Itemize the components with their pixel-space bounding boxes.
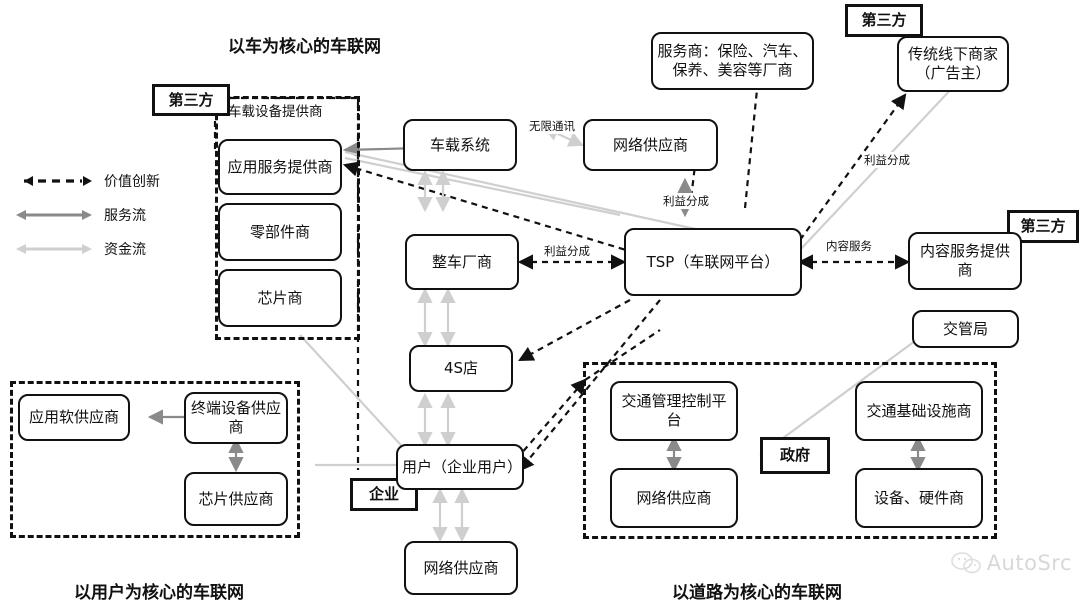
legend-label: 资金流	[104, 242, 146, 258]
node-app-service-provider[interactable]: 应用服务提供商	[218, 139, 342, 195]
edge-label-content-service: 内容服务	[824, 238, 874, 254]
node-user[interactable]: 用户（企业用户）	[396, 444, 524, 490]
legend-label: 服务流	[104, 208, 146, 224]
edge-label-profit-share-oem: 利益分成	[542, 243, 592, 259]
node-oem[interactable]: 整车厂商	[405, 234, 519, 290]
title-car-centric: 以车为核心的车联网	[228, 37, 381, 57]
caption-onboard-equipment: 车载设备提供商	[226, 100, 325, 120]
node-traffic-bureau[interactable]: 交管局	[912, 310, 1019, 348]
region-car-centric	[215, 96, 360, 340]
node-chip-supplier[interactable]: 芯片供应商	[184, 472, 288, 526]
node-network-provider-road[interactable]: 网络供应商	[610, 468, 738, 528]
watermark-text: AutoSrc	[986, 551, 1072, 575]
node-terminal-equipment-supplier[interactable]: 终端设备供应商	[184, 392, 288, 444]
legend-item-service-flow: 服务流	[14, 198, 160, 232]
third-party-right-tag[interactable]: 第三方	[1007, 210, 1079, 243]
node-network-provider-bottom[interactable]: 网络供应商	[404, 541, 518, 595]
region-road-centric	[583, 362, 997, 539]
wechat-icon	[950, 552, 981, 574]
edge-label-wireless-comm: 无限通讯	[527, 118, 577, 134]
legend-item-capital-flow: 资金流	[14, 232, 160, 266]
node-dealer-4s[interactable]: 4S店	[409, 345, 513, 392]
title-road-centric: 以道路为核心的车联网	[672, 583, 842, 603]
node-network-provider-top[interactable]: 网络供应商	[583, 119, 718, 171]
node-parts-supplier[interactable]: 零部件商	[218, 203, 342, 261]
node-traffic-mgmt-platform[interactable]: 交通管理控制平台	[610, 381, 738, 441]
edge-label-profit-share-merchant: 利益分成	[862, 152, 912, 168]
node-content-service-provider[interactable]: 内容服务提供商	[908, 232, 1022, 290]
legend: 价值创新 服务流 资金流	[14, 164, 160, 266]
region-user-centric	[10, 381, 300, 538]
node-chip-maker[interactable]: 芯片商	[218, 269, 342, 327]
dashed-arrow-icon	[24, 176, 92, 186]
government-tag[interactable]: 政府	[760, 437, 830, 474]
node-vehicle-system[interactable]: 车载系统	[403, 119, 517, 171]
node-device-hardware-provider[interactable]: 设备、硬件商	[855, 468, 983, 528]
node-app-software-supplier[interactable]: 应用软供应商	[18, 394, 130, 441]
node-offline-merchants[interactable]: 传统线下商家（广告主）	[897, 36, 1009, 92]
legend-item-value-innovation: 价值创新	[14, 164, 160, 198]
solid-gray-arrow-icon	[16, 210, 92, 220]
node-traffic-infra-provider[interactable]: 交通基础设施商	[855, 381, 983, 441]
edge-label-profit-share-tsp: 利益分成	[661, 193, 711, 209]
watermark: AutoSrc	[950, 551, 1072, 575]
node-service-providers[interactable]: 服务商：保险、汽车、保养、美容等厂商	[651, 32, 814, 90]
legend-label: 价值创新	[104, 174, 160, 190]
title-user-centric: 以用户为核心的车联网	[74, 583, 244, 603]
node-tsp[interactable]: TSP（车联网平台）	[624, 228, 802, 296]
third-party-top-tag[interactable]: 第三方	[845, 4, 923, 37]
third-party-left-tag[interactable]: 第三方	[152, 84, 230, 116]
solid-lightgray-arrow-icon	[16, 244, 92, 254]
